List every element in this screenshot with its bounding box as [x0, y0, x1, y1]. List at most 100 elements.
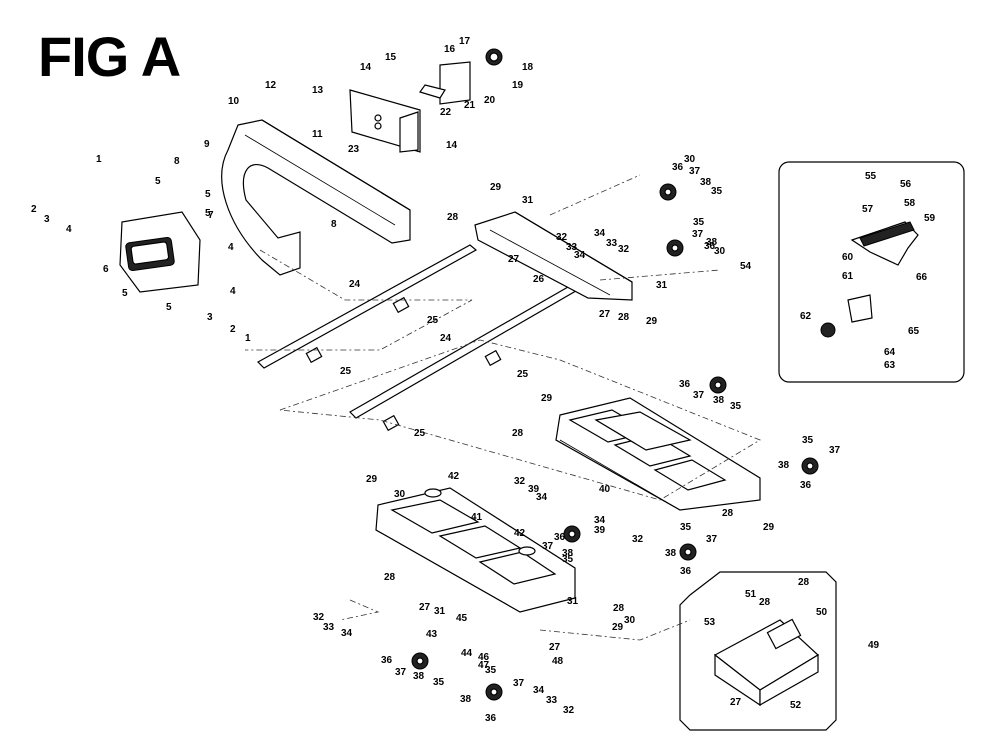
assembly-lines	[245, 174, 761, 641]
callout-31: 31	[522, 195, 534, 206]
callout-8: 8	[174, 156, 180, 167]
callout-10: 10	[228, 96, 240, 107]
callout-28: 28	[618, 312, 630, 323]
callout-37: 37	[692, 229, 704, 240]
callout-9: 9	[204, 139, 210, 150]
callout-42: 42	[448, 471, 460, 482]
callout-36: 36	[485, 713, 497, 724]
callout-36: 36	[381, 655, 393, 666]
callout-11: 11	[312, 129, 323, 140]
callout-37: 37	[829, 445, 841, 456]
callout-39: 39	[528, 484, 540, 495]
callout-33: 33	[546, 695, 558, 706]
callout-32: 32	[563, 705, 575, 716]
callout-34: 34	[536, 492, 548, 503]
callout-25: 25	[427, 315, 439, 326]
callout-49: 49	[868, 640, 880, 651]
callout-50: 50	[816, 607, 828, 618]
callout-5: 5	[155, 176, 161, 187]
callout-30: 30	[714, 246, 726, 257]
callout-62: 62	[800, 311, 812, 322]
callout-1: 1	[245, 333, 251, 344]
callout-3: 3	[207, 312, 213, 323]
callout-38: 38	[562, 548, 574, 559]
callout-28: 28	[512, 428, 524, 439]
callout-12: 12	[265, 80, 277, 91]
callout-34: 34	[594, 515, 606, 526]
callout-36: 36	[680, 566, 692, 577]
callout-32: 32	[632, 534, 644, 545]
callout-27: 27	[549, 642, 561, 653]
callout-66: 66	[916, 272, 928, 283]
callout-29: 29	[541, 393, 553, 404]
callout-28: 28	[759, 597, 771, 608]
callout-40: 40	[599, 484, 611, 495]
callout-33: 33	[606, 238, 618, 249]
callout-5: 5	[166, 302, 172, 313]
inset-54	[778, 161, 965, 383]
callout-53: 53	[704, 617, 716, 628]
callout-29: 29	[490, 182, 502, 193]
callout-14: 14	[446, 140, 458, 151]
callout-22: 22	[440, 107, 452, 118]
callout-28: 28	[613, 603, 625, 614]
callout-35: 35	[730, 401, 742, 412]
switch-plate	[349, 89, 421, 153]
callout-19: 19	[512, 80, 524, 91]
callout-24: 24	[440, 333, 452, 344]
callout-29: 29	[612, 622, 624, 633]
rails	[257, 244, 583, 432]
callout-25: 25	[517, 369, 529, 380]
callout-7: 7	[208, 210, 214, 221]
callout-38: 38	[713, 395, 725, 406]
callout-31: 31	[567, 596, 579, 607]
callout-28: 28	[447, 212, 459, 223]
callout-14: 14	[360, 62, 372, 73]
callout-64: 64	[884, 347, 896, 358]
callout-29: 29	[763, 522, 775, 533]
callout-48: 48	[552, 656, 564, 667]
callout-35: 35	[433, 677, 445, 688]
callout-37: 37	[542, 541, 554, 552]
wheel-assemblies	[411, 183, 819, 701]
callout-43: 43	[426, 629, 438, 640]
callout-35: 35	[485, 665, 497, 676]
callout-38: 38	[665, 548, 677, 559]
callout-35: 35	[711, 186, 723, 197]
callout-35: 35	[562, 554, 574, 565]
callout-27: 27	[508, 254, 520, 265]
callout-33: 33	[566, 242, 578, 253]
callout-44: 44	[461, 648, 473, 659]
callout-29: 29	[366, 474, 378, 485]
figure-title: FIG A	[38, 25, 181, 88]
callout-37: 37	[513, 678, 525, 689]
callout-15: 15	[385, 52, 397, 63]
base	[375, 487, 576, 613]
callout-38: 38	[778, 460, 790, 471]
upper-carriage	[474, 211, 633, 301]
callout-5: 5	[205, 189, 211, 200]
callout-52: 52	[790, 700, 802, 711]
frame-arm	[221, 119, 411, 276]
callout-4: 4	[228, 242, 234, 253]
callout-25: 25	[414, 428, 426, 439]
callout-25: 25	[340, 366, 352, 377]
callout-36: 36	[554, 532, 566, 543]
callout-18: 18	[522, 62, 534, 73]
callout-65: 65	[908, 326, 920, 337]
callout-54: 54	[740, 261, 752, 272]
callout-2: 2	[31, 204, 37, 215]
callout-33: 33	[323, 622, 335, 633]
callout-5: 5	[205, 208, 211, 219]
callout-27: 27	[419, 602, 431, 613]
callout-27: 27	[599, 309, 611, 320]
callout-36: 36	[704, 241, 716, 252]
callout-31: 31	[656, 280, 668, 291]
callout-41: 41	[471, 512, 483, 523]
callout-37: 37	[706, 534, 718, 545]
middle-carriage	[555, 397, 761, 511]
callout-38: 38	[460, 694, 472, 705]
callout-61: 61	[842, 271, 854, 282]
callout-26: 26	[533, 274, 545, 285]
callout-20: 20	[484, 95, 496, 106]
